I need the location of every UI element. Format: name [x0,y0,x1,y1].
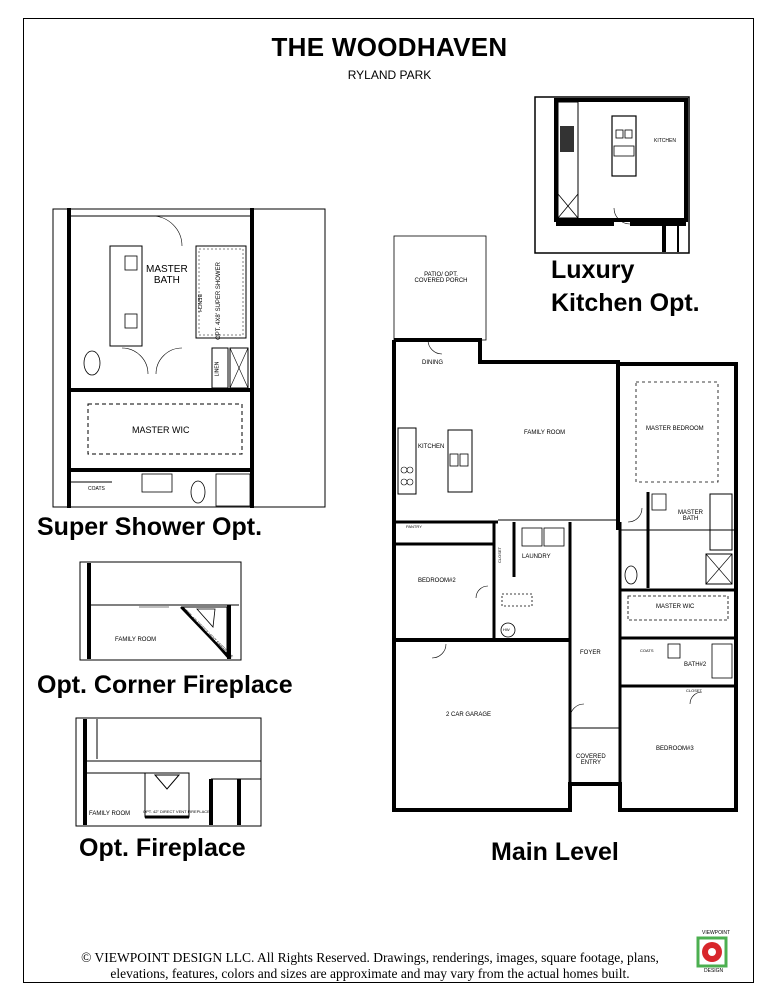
lux-pantry-label: PANTRY [574,218,594,224]
ss-coats-label: COATS [88,486,105,492]
page-subtitle: RYLAND PARK [347,68,432,82]
main-closet2-label: CLOSET [686,688,703,693]
main-patio-label: PATIO/ OPT. COVERED PORCH [414,272,468,284]
main-level-caption: Main Level [491,838,619,866]
luxury-kitchen-plan: KITCHEN PANTRY [534,96,690,254]
ss-master-bath-label: MASTER BATH [146,264,188,286]
corner-fireplace-drawing [79,561,242,661]
main-family-room-label: FAMILY ROOM [524,430,566,436]
main-master-wic-label: MASTER WIC [656,604,695,610]
super-shower-plan: MASTER BATH BENCH OPT. 4X8' SUPER SHOWER… [52,208,326,508]
cf-family-room-label: FAMILY ROOM [115,637,157,643]
super-shower-caption: Super Shower Opt. [37,513,263,541]
main-level-plan: PATIO/ OPT. COVERED PORCH DINING KITCHEN… [388,232,740,812]
main-foyer-label: FOYER [580,650,601,656]
fp-family-room-label: FAMILY ROOM [89,811,131,817]
main-kitchen-label: KITCHEN [418,444,445,450]
ss-super-shower-label: OPT. 4X8' SUPER SHOWER [215,262,222,340]
footer-line-2: elevations, features, colors and sizes a… [110,966,630,981]
main-pantry-label: PANTRY [406,524,422,529]
logo-top-text: VIEWPOINT [702,930,731,936]
main-garage-label: 2 CAR GARAGE [446,712,492,718]
luxury-kitchen-drawing [534,96,690,254]
luxury-kitchen-caption-2: Kitchen Opt. [551,289,700,317]
corner-fireplace-plan: FAMILY ROOM OPT. 42" DIRECT VENT FIREPLA… [79,561,242,661]
fireplace-plan: FAMILY ROOM OPT. 42" DIRECT VENT FIREPLA… [75,717,262,827]
main-covered-entry-label: COVERED ENTRY [576,754,606,766]
main-laundry-label: LAUNDRY [522,554,551,560]
main-master-bath-label: MASTER BATH [678,510,704,522]
page-title: THE WOODHAVEN [271,32,508,62]
page-border [23,18,754,983]
corner-fireplace-caption: Opt. Corner Fireplace [37,671,293,699]
ss-bench-label: BENCH [195,294,202,312]
main-master-bedroom-label: MASTER BEDROOM [646,426,704,432]
fireplace-caption: Opt. Fireplace [79,834,246,862]
main-hw-label: HW [503,627,510,632]
main-level-drawing [392,235,738,812]
luxury-kitchen-caption-1: Luxury [551,256,635,284]
logo-bottom-text: DESIGN [704,968,724,974]
ss-master-wic-label: MASTER WIC [132,425,190,435]
logo-mark-icon [696,936,728,968]
main-coats-label: COATS [640,648,654,653]
fp-fireplace-note: OPT. 42" DIRECT VENT FIREPLACE [143,809,210,814]
fireplace-drawing [75,717,262,827]
main-bedroom3-label: BEDROOM#3 [656,746,694,752]
ss-linen-label: LINEN [214,361,221,377]
copyright-footer: © VIEWPOINT DESIGN LLC. All Rights Reser… [40,950,700,982]
lux-kitchen-label: KITCHEN [654,138,676,144]
super-shower-drawing [52,208,326,508]
main-closet-label: CLOSET [497,546,503,564]
viewpoint-design-logo: VIEWPOINT DESIGN [692,930,736,974]
main-bedroom2-label: BEDROOM#2 [418,578,456,584]
main-dining-label: DINING [422,360,443,366]
footer-line-1: © VIEWPOINT DESIGN LLC. All Rights Reser… [81,950,659,965]
main-bath2-label: BATH#2 [684,662,707,668]
